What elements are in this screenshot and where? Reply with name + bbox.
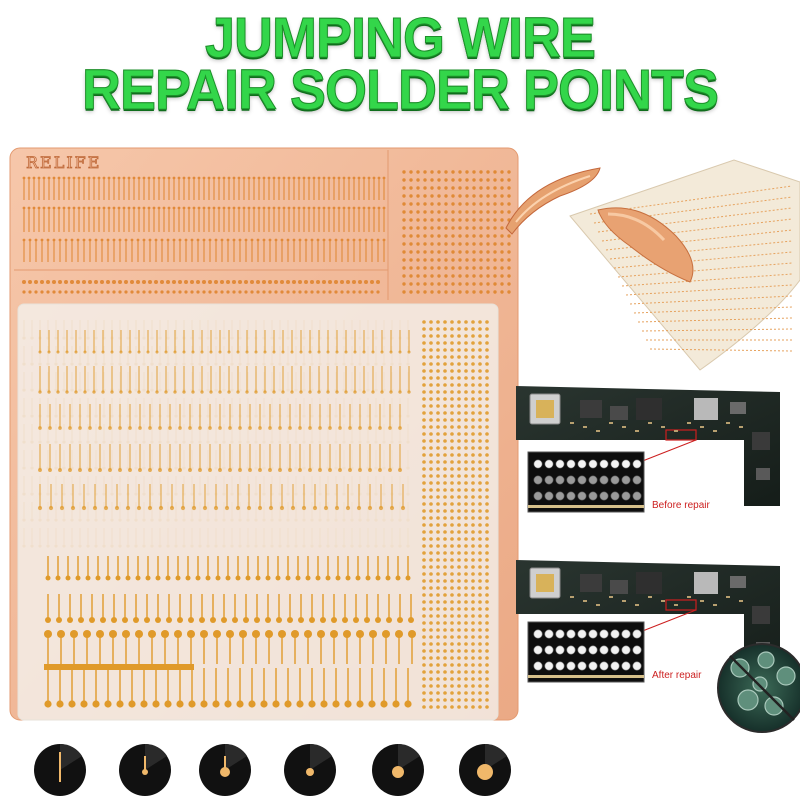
transparent-jumper-film: [17, 303, 499, 721]
headline-line-2: REPAIR SOLDER POINTS: [81, 58, 719, 122]
pad-sample-5-icon: [372, 743, 424, 796]
board-before-repair: [516, 386, 780, 513]
before-repair-label: Before repair: [652, 500, 710, 511]
peeled-sheet-photo: [505, 159, 800, 371]
pad-sample-2-icon: [119, 743, 171, 796]
pad-samples: [34, 743, 511, 796]
brand-logo: RELIFE: [26, 153, 101, 172]
headline-line-1: JUMPING WIRE: [204, 6, 596, 70]
pad-sample-4-icon: [284, 743, 336, 796]
pad-sample-6-icon: [459, 743, 511, 796]
board-after-repair: [516, 560, 780, 690]
film-pattern: [37, 320, 489, 709]
pad-sample-1-icon: [34, 743, 86, 796]
after-repair-label: After repair: [652, 670, 702, 681]
magnifier-closeup: [717, 643, 800, 733]
pad-sample-3-icon: [199, 743, 251, 796]
